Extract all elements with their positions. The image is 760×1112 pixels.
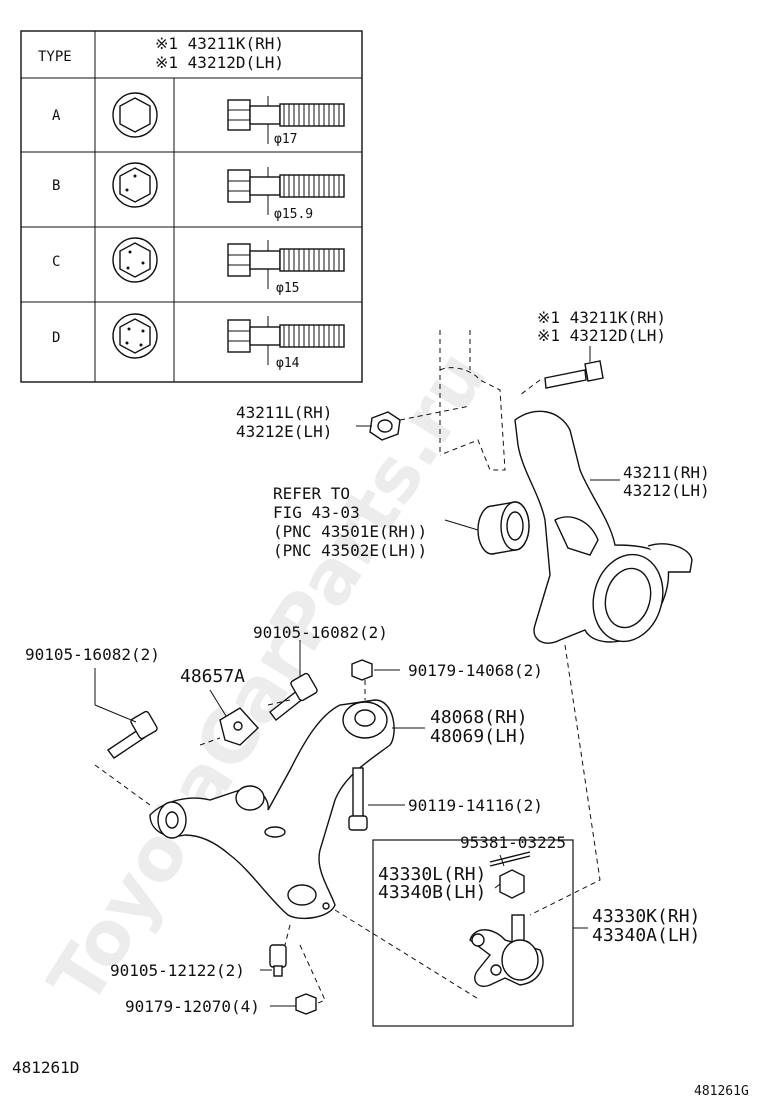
steering-knuckle bbox=[514, 410, 693, 644]
label-90119-14116: 90119-14116(2) bbox=[408, 796, 543, 815]
label-95381-03225: 95381-03225 bbox=[460, 833, 566, 852]
ball-joint-detail-box bbox=[372, 839, 574, 1027]
castle-nut bbox=[499, 869, 525, 899]
label-90179-12070: 90179-12070(4) bbox=[125, 997, 260, 1016]
table-header-part-rh: ※1 43211K(RH) bbox=[155, 34, 284, 53]
label-refer-to: REFER TO bbox=[273, 484, 350, 503]
label-48069-lh: 48069(LH) bbox=[430, 726, 528, 747]
row-dimension: φ15.9 bbox=[274, 207, 313, 222]
label-43211k-rh: ※1 43211K(RH) bbox=[537, 308, 666, 327]
leader-lines bbox=[94, 346, 620, 1007]
table-header-part-lh: ※1 43212D(LH) bbox=[155, 53, 284, 72]
lower-ball-joint bbox=[469, 914, 544, 987]
label-43211-rh: 43211(RH) bbox=[623, 463, 710, 482]
nut-90179-14068 bbox=[351, 659, 373, 681]
bolt-type-table: TYPE ※1 43211K(RH) ※1 43212D(LH) A φ17 bbox=[20, 30, 363, 383]
table-row: C φ15 bbox=[52, 237, 345, 296]
label-43212-lh: 43212(LH) bbox=[623, 481, 710, 500]
footer-left-code: 481261D bbox=[12, 1058, 79, 1077]
label-43212e-lh: 43212E(LH) bbox=[236, 422, 332, 441]
label-43212d-lh: ※1 43212D(LH) bbox=[537, 326, 666, 345]
row-type-letter: B bbox=[52, 178, 60, 194]
knuckle-nut bbox=[369, 411, 401, 441]
hub-bearing bbox=[477, 501, 530, 555]
footer-right-code: 481261G bbox=[694, 1084, 749, 1099]
row-type-letter: A bbox=[52, 108, 61, 124]
label-90179-14068: 90179-14068(2) bbox=[408, 661, 543, 680]
bolt-90105-12122 bbox=[269, 944, 287, 977]
row-type-letter: C bbox=[52, 254, 60, 270]
nut-90179-12070 bbox=[295, 993, 317, 1015]
label-43330l-rh: 43330L(RH) bbox=[378, 864, 486, 885]
table-border bbox=[20, 30, 363, 383]
label-refer-pnc-rh: (PNC 43501E(RH)) bbox=[273, 522, 427, 541]
label-90105-12122: 90105-12122(2) bbox=[110, 961, 245, 980]
table-row: B φ15.9 bbox=[52, 162, 345, 222]
bolt-head-end-view-icon bbox=[112, 237, 158, 283]
assembly-dashed-lines bbox=[94, 379, 601, 1005]
label-90105-16082-left: 90105-16082(2) bbox=[25, 645, 160, 664]
bolt-head-end-view-icon bbox=[112, 313, 158, 359]
label-43211l-rh: 43211L(RH) bbox=[236, 403, 332, 422]
label-48657a: 48657A bbox=[180, 666, 245, 687]
knuckle-bolt bbox=[544, 360, 604, 389]
bolt-90119 bbox=[348, 767, 368, 831]
label-90105-16082-top: 90105-16082(2) bbox=[253, 623, 388, 642]
label-48068-rh: 48068(RH) bbox=[430, 707, 528, 728]
hub-bolt-side-view-icon bbox=[227, 316, 345, 365]
cotter-pin bbox=[489, 851, 531, 867]
row-type-letter: D bbox=[52, 330, 60, 346]
strut-outline bbox=[439, 330, 506, 471]
label-43340b-lh: 43340B(LH) bbox=[378, 882, 486, 903]
table-header-type: TYPE bbox=[38, 49, 72, 65]
label-refer-fig: FIG 43-03 bbox=[273, 503, 360, 522]
row-dimension: φ17 bbox=[274, 132, 297, 147]
hub-bolt-side-view-icon bbox=[227, 240, 345, 289]
row-dimension: φ14 bbox=[276, 356, 300, 371]
label-43340a-lh: 43340A(LH) bbox=[592, 925, 700, 946]
label-refer-pnc-lh: (PNC 43502E(LH)) bbox=[273, 541, 427, 560]
hub-bolt-side-view-icon bbox=[227, 96, 345, 144]
callout-labels: ※1 43211K(RH) ※1 43212D(LH) 43211L(RH) 4… bbox=[25, 308, 710, 1016]
table-row: A φ17 bbox=[52, 92, 345, 147]
bolt-head-end-view-icon bbox=[112, 92, 158, 138]
table-row: D φ14 bbox=[52, 313, 345, 371]
label-43330k-rh: 43330K(RH) bbox=[592, 906, 700, 927]
lower-control-arm bbox=[149, 699, 395, 920]
bolt-head-end-view-icon bbox=[112, 162, 158, 208]
row-dimension: φ15 bbox=[276, 281, 299, 296]
hub-bolt-side-view-icon bbox=[227, 167, 345, 215]
bolt-90105-top bbox=[269, 672, 318, 721]
bracket-48657a bbox=[219, 707, 259, 746]
bolt-90105-left bbox=[106, 710, 158, 759]
